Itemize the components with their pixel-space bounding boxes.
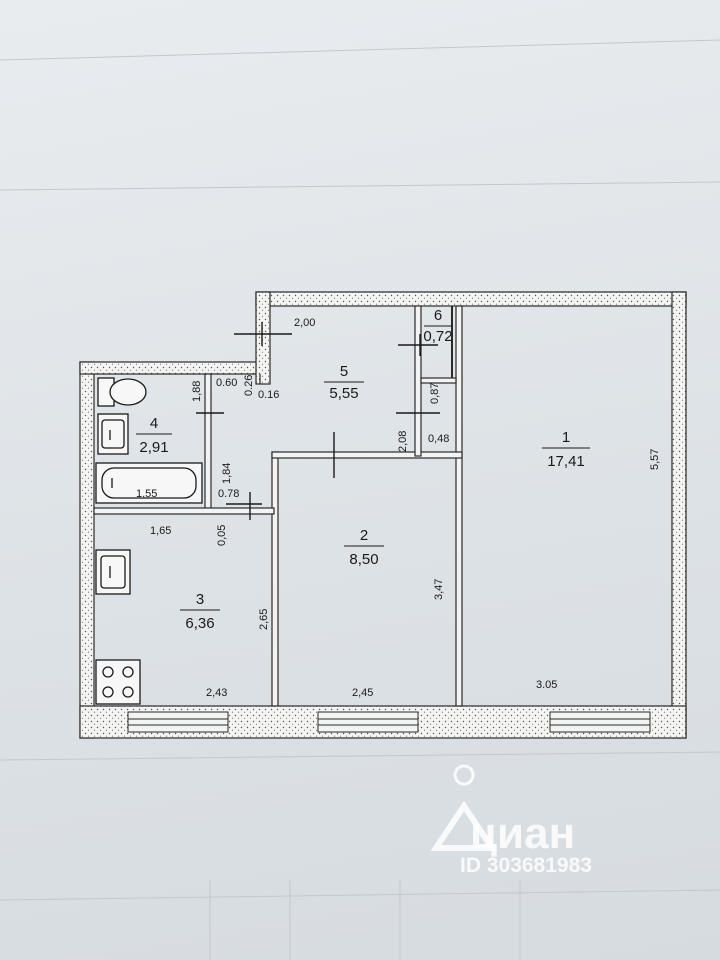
svg-text:0,72: 0,72 [423, 328, 452, 345]
dim-kitchen-width: 2,43 [206, 687, 227, 699]
dim-niche-depth: 0.26 [243, 375, 255, 396]
dim-corridor-depth: 2,08 [397, 431, 409, 452]
svg-text:6,36: 6,36 [185, 615, 214, 632]
dim-niche-width: 0.60 [216, 377, 237, 389]
dim-room2-width: 2,45 [352, 687, 373, 699]
dim-bath-lower: 1,84 [221, 463, 233, 484]
dim-bath-height: 1,88 [191, 381, 203, 402]
watermark-id: ID 303681983 [460, 854, 592, 877]
kitchen-sink-icon [95, 549, 131, 595]
dim-room1-width: 3.05 [536, 679, 557, 691]
background-form-lines [0, 39, 720, 960]
dim-room1-height: 5,57 [649, 449, 661, 470]
watermark-brand: циан [470, 809, 575, 858]
bathtub-icon [95, 462, 203, 504]
svg-text:6: 6 [434, 307, 442, 324]
svg-text:2,91: 2,91 [139, 439, 168, 456]
dim-closet-side: 0,48 [428, 433, 449, 445]
toilet-icon [97, 377, 147, 407]
dim-bath-width: 1,65 [150, 525, 171, 537]
windows [127, 711, 651, 733]
dim-kitchen-height: 2,65 [258, 609, 270, 630]
door-marks [196, 322, 440, 520]
exterior-walls [79, 291, 687, 739]
svg-text:2: 2 [360, 527, 368, 544]
interior-walls [93, 305, 463, 707]
dim-bath-length: 1,55 [136, 488, 157, 500]
room-label-4: 4 2,91 [136, 415, 172, 456]
svg-text:5: 5 [340, 363, 348, 380]
cian-watermark: циан ID 303681983 [430, 764, 592, 877]
svg-text:3: 3 [196, 591, 204, 608]
room-label-3: 3 6,36 [180, 591, 220, 632]
svg-text:5,55: 5,55 [329, 385, 358, 402]
room-label-1: 1 17,41 [542, 429, 590, 470]
svg-text:1: 1 [562, 429, 570, 446]
svg-text:17,41: 17,41 [547, 453, 585, 470]
room-label-6: 6 0,72 [423, 307, 452, 345]
dim-wall-gap: 0,05 [216, 525, 228, 546]
location-pin-icon [430, 764, 498, 851]
dim-closet-depth: 0,87 [429, 383, 441, 404]
svg-text:8,50: 8,50 [349, 551, 378, 568]
dim-door-passage: 0.78 [218, 488, 239, 500]
room-label-5: 5 5,55 [324, 363, 364, 402]
room-label-2: 2 8,50 [344, 527, 384, 568]
svg-text:4: 4 [150, 415, 158, 432]
washbasin-icon [97, 413, 129, 455]
dim-corridor-top: 2,00 [294, 317, 315, 329]
stove-icon [95, 659, 141, 705]
dim-corridor-step: 0.16 [258, 389, 279, 401]
dim-room2-height: 3,47 [433, 579, 445, 600]
